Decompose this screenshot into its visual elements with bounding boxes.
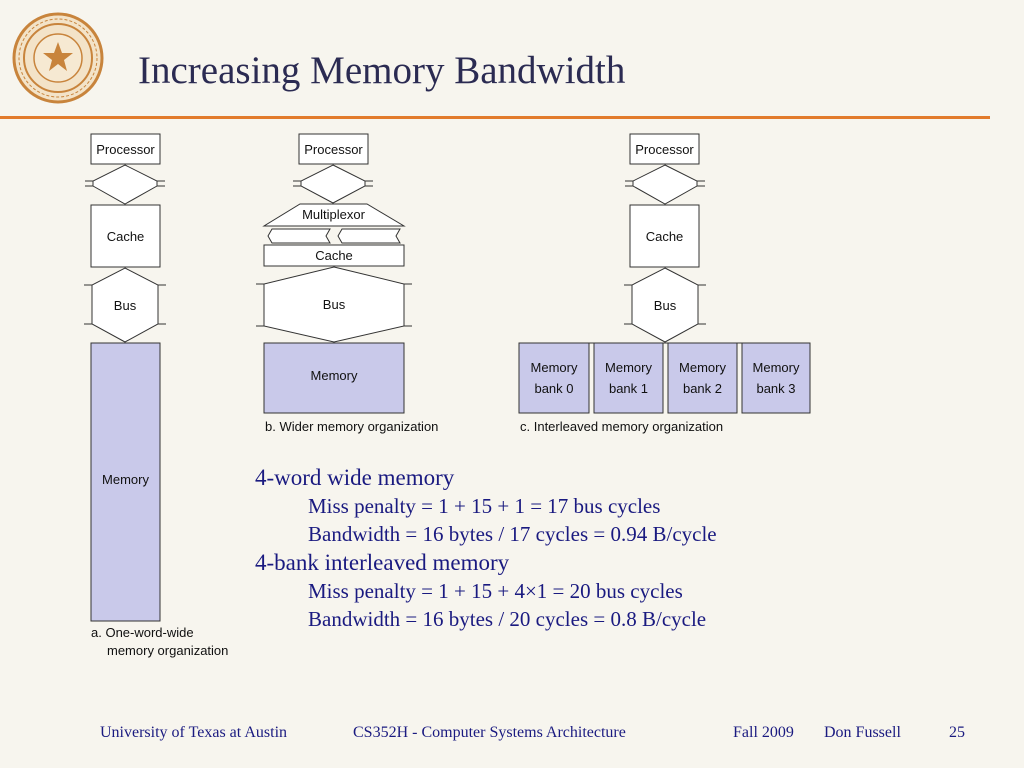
university-seal-logo <box>12 12 104 104</box>
c-cache-box <box>629 204 700 268</box>
interleaved-miss-penalty: Miss penalty = 1 + 15 + 4×1 = 20 bus cyc… <box>308 579 683 603</box>
a-processor-label: Processor <box>96 142 155 157</box>
b-memory-box <box>263 342 405 414</box>
b-memory-label: Memory <box>311 368 358 383</box>
b-multiplexor-shape <box>262 203 406 227</box>
a-processor-box <box>90 133 161 165</box>
b-cache-label: Cache <box>315 248 353 263</box>
a-processor-cache-link <box>92 164 158 205</box>
c-bank-2-line2: bank 2 <box>683 381 722 396</box>
c-bank-0-line1: Memory <box>531 360 578 375</box>
title-divider <box>0 116 990 119</box>
c-bank-3-line1: Memory <box>753 360 800 375</box>
memory-organization-diagram: Processor Cache Bus Memory a. One-word-w… <box>84 133 811 658</box>
c-bus-label: Bus <box>654 298 677 313</box>
wide-memory-heading: 4-word wide memory <box>255 465 455 490</box>
c-processor-cache-link <box>632 164 698 205</box>
wide-miss-penalty: Miss penalty = 1 + 15 + 1 = 17 bus cycle… <box>308 494 661 518</box>
a-memory-box <box>90 342 161 622</box>
b-mux-cache-link-left <box>267 228 331 244</box>
footer-university: University of Texas at Austin <box>100 724 288 741</box>
c-memory-bank-3 <box>741 342 811 414</box>
diagram-a: Processor Cache Bus Memory a. One-word-w… <box>84 133 228 658</box>
footer-course: CS352H - Computer Systems Architecture <box>353 724 626 741</box>
c-bank-1-line2: bank 1 <box>609 381 648 396</box>
a-caption-line2: memory organization <box>107 643 228 658</box>
a-caption-line1: a. One-word-wide <box>91 625 194 640</box>
c-processor-box <box>629 133 700 165</box>
interleaved-bandwidth: Bandwidth = 16 bytes / 20 cycles = 0.8 B… <box>308 607 707 631</box>
diagram-c: Processor Cache Bus Memory bank 0 Memory… <box>518 133 811 434</box>
c-bank-3-line2: bank 3 <box>756 381 795 396</box>
bandwidth-notes: 4-word wide memory Miss penalty = 1 + 15… <box>255 463 717 633</box>
c-memory-bank-2 <box>667 342 738 414</box>
c-cache-label: Cache <box>646 229 684 244</box>
c-bank-0-line2: bank 0 <box>534 381 573 396</box>
b-processor-label: Processor <box>304 142 363 157</box>
b-cache-box <box>263 244 405 267</box>
a-bus-label: Bus <box>114 298 137 313</box>
footer-author: Don Fussell <box>824 724 901 741</box>
b-processor-box <box>298 133 369 165</box>
diagram-b: Processor Multiplexor Cache Bus Memory b… <box>256 133 438 434</box>
b-processor-mux-link <box>300 164 366 204</box>
c-caption: c. Interleaved memory organization <box>520 419 723 434</box>
a-cache-label: Cache <box>107 229 145 244</box>
a-cache-box <box>90 204 161 268</box>
c-bank-1-line1: Memory <box>605 360 652 375</box>
c-processor-label: Processor <box>635 142 694 157</box>
c-memory-bank-0 <box>518 342 590 414</box>
b-multiplexor-label: Multiplexor <box>302 207 366 222</box>
b-mux-cache-link-right <box>337 228 401 244</box>
c-bank-2-line1: Memory <box>679 360 726 375</box>
footer-page-number: 25 <box>949 724 965 741</box>
footer-term: Fall 2009 <box>733 724 794 741</box>
b-caption: b. Wider memory organization <box>265 419 438 434</box>
a-memory-label: Memory <box>102 472 149 487</box>
interleaved-memory-heading: 4-bank interleaved memory <box>255 550 510 575</box>
wide-bandwidth: Bandwidth = 16 bytes / 17 cycles = 0.94 … <box>308 522 717 546</box>
c-memory-bank-1 <box>593 342 664 414</box>
slide-footer: University of Texas at Austin CS352H - C… <box>0 724 1024 748</box>
b-bus-label: Bus <box>323 297 346 312</box>
slide-title: Increasing Memory Bandwidth <box>138 49 626 92</box>
